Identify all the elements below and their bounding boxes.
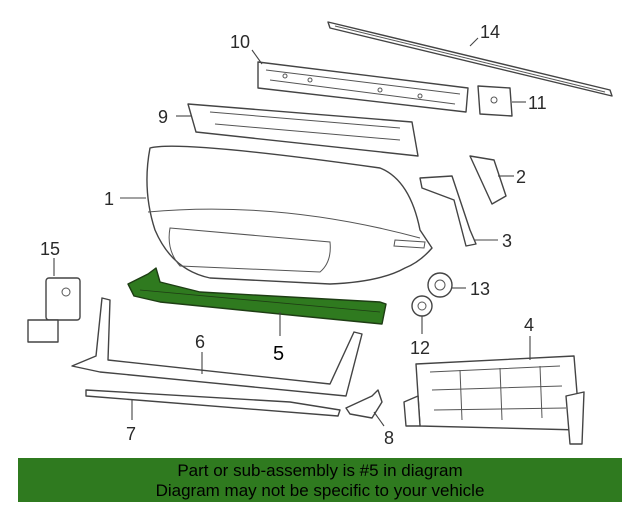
callout-14: 14 [480,22,500,42]
part-5-lower-valance [127,267,387,325]
callout-6: 6 [195,332,205,352]
callout-12: 12 [410,338,430,358]
part-8-bracket [345,389,383,419]
part-10-reinforcement [257,61,469,113]
part-1-fascia [146,145,433,285]
leader-10 [251,49,263,65]
callout-1: 1 [104,189,114,209]
part-4-absorber [403,355,585,445]
callout-7: 7 [126,424,136,444]
leader-8 [373,411,385,427]
callout-9: 9 [158,107,168,127]
part-11-bracket [477,85,513,117]
part-2-side-bracket [469,155,507,205]
callout-10: 10 [230,32,250,52]
part-7-strip [85,389,341,417]
callout-3: 3 [502,231,512,251]
callout-5: 5 [273,343,284,365]
part-12-grommet [411,295,433,317]
part-9-upper-panel [187,103,419,157]
part-14-trim-strip [327,21,613,97]
part-13-grommet [427,272,453,298]
info-line-1: Part or sub-assembly is #5 in diagram [177,461,463,480]
leader-14 [469,37,479,47]
info-line-2: Diagram may not be specific to your vehi… [155,481,485,500]
callout-11: 11 [528,93,547,113]
part-15-sensor [27,277,81,343]
parts-diagram: 14 10 11 9 1 2 3 [27,21,613,448]
callout-8: 8 [384,428,394,448]
callout-2: 2 [516,167,526,187]
part-3-bracket [419,175,477,247]
part-6-lower-trim [71,297,363,397]
callout-13: 13 [470,279,490,299]
info-banner: Part or sub-assembly is #5 in diagram Di… [18,458,622,502]
callout-15: 15 [40,239,60,259]
callout-4: 4 [524,315,534,335]
